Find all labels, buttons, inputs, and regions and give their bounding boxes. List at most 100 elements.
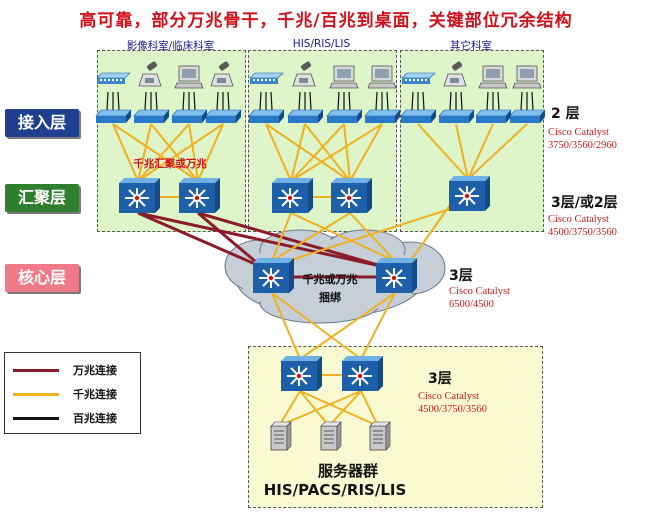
legend-item-10g: 万兆连接 — [13, 361, 138, 379]
link-1g — [287, 208, 451, 262]
server-farm-systems: HIS/PACS/RIS/LIS — [263, 481, 407, 499]
link-100m — [155, 91, 158, 111]
link-100m — [449, 91, 452, 111]
layer3-switch-icon — [272, 178, 313, 213]
page-title: 高可靠，部分万兆骨干，千兆/百兆到桌面，关键部位冗余结构 — [79, 11, 573, 31]
legend: 万兆连接 千兆连接 百兆连接 — [4, 352, 141, 434]
zone-label-imaging: 影像科室/临床科室 — [126, 40, 215, 52]
link-1g — [299, 390, 379, 427]
tier-server-layer: 3层 — [428, 371, 452, 387]
layer3-switch-icon — [342, 356, 383, 391]
workgroup-switch-icon — [248, 109, 285, 123]
workgroup-switch-icon — [400, 109, 437, 123]
link-1g — [304, 123, 351, 182]
workgroup-switch-icon — [133, 109, 170, 123]
link-100m — [259, 91, 262, 111]
workgroup-switch-icon — [364, 109, 401, 123]
workgroup-switch-icon — [509, 109, 546, 123]
ip-phone-icon — [210, 61, 234, 87]
link-1g — [265, 123, 351, 182]
link-10g — [137, 211, 263, 269]
link-1g — [271, 292, 301, 360]
layer3-switch-icon — [179, 178, 220, 213]
link-10g — [197, 211, 263, 269]
ip-phone-icon — [138, 61, 162, 87]
link-1g — [290, 123, 383, 182]
layer3-switch-icon — [331, 178, 372, 213]
link-1g — [467, 123, 494, 180]
ip-phone-icon — [443, 61, 467, 87]
workgroup-switch-icon — [326, 109, 363, 123]
legend-line-100m — [13, 417, 59, 420]
pc-icon — [512, 65, 542, 89]
link-100m — [309, 91, 312, 111]
server-icon — [369, 421, 391, 451]
link-100m — [422, 91, 425, 111]
link-100m — [106, 91, 109, 111]
link-1g — [343, 123, 351, 182]
layer3-switch-icon — [119, 178, 160, 213]
pc-icon — [478, 65, 508, 89]
link-1g — [137, 123, 224, 182]
link-1g — [112, 123, 139, 182]
tier-aggregation-layer: 3层/或2层 — [551, 195, 618, 211]
link-100m — [520, 91, 523, 111]
link-100m — [411, 91, 414, 111]
imaging-uplink-note: 千兆汇聚或万兆 — [133, 158, 207, 170]
tier-access-model: Cisco Catalyst 3750/3560/2960 — [548, 126, 617, 152]
link-1g — [137, 123, 152, 182]
link-1g — [360, 292, 396, 360]
link-100m — [298, 91, 301, 111]
pc-icon — [367, 65, 397, 89]
server-farm-name: 服务器群 — [317, 462, 378, 480]
link-1g — [408, 204, 451, 264]
link-100m — [216, 91, 219, 111]
core-cloud-line2: 捆绑 — [319, 291, 341, 304]
legend-line-1g — [13, 393, 59, 396]
link-1g — [197, 123, 224, 182]
layer-label-access: 接入层 — [5, 109, 79, 137]
tier-server-model: Cisco Catalyst 4500/3750/3560 — [418, 390, 487, 416]
link-1g — [467, 123, 528, 180]
link-1g — [349, 123, 383, 182]
link-100m — [348, 91, 351, 111]
workgroup-switch-icon — [95, 109, 132, 123]
layer3-switch-icon — [253, 258, 294, 293]
link-1g — [455, 123, 469, 180]
link-100m — [337, 91, 340, 111]
link-1g — [417, 123, 469, 180]
tier-core-model: Cisco Catalyst 6500/4500 — [449, 285, 510, 311]
layer3-switch-icon — [376, 258, 417, 293]
server-icon — [270, 421, 292, 451]
legend-item-100m: 百兆连接 — [13, 409, 138, 427]
link-1g — [271, 292, 362, 360]
hub-icon — [249, 72, 284, 84]
link-10g — [197, 211, 386, 269]
pc-icon — [329, 65, 359, 89]
link-100m — [460, 91, 463, 111]
tier-core-model-text: Cisco Catalyst 6500/4500 — [449, 286, 510, 310]
core-cloud-line1: 千兆或万兆 — [302, 273, 358, 286]
tier-access-layer: 2 层 — [551, 106, 580, 122]
workgroup-switch-icon — [205, 109, 242, 123]
tier-core-layer: 3层 — [449, 268, 473, 284]
link-100m — [531, 91, 534, 111]
pc-icon — [174, 65, 204, 89]
link-1g — [299, 390, 330, 427]
hub-icon — [96, 72, 131, 84]
ip-phone-icon — [292, 61, 316, 87]
layer3-switch-icon — [281, 356, 322, 391]
layer-label-core: 核心层 — [5, 264, 79, 292]
link-100m — [117, 91, 120, 111]
link-1g — [188, 123, 199, 182]
link-1g — [265, 123, 292, 182]
link-1g — [137, 123, 190, 182]
tier-aggregation-model: Cisco Catalyst 4500/3750/3560 — [548, 213, 617, 239]
link-100m — [497, 91, 500, 111]
layer-label-aggregation: 汇聚层 — [5, 184, 79, 212]
legend-item-1g: 千兆连接 — [13, 385, 138, 403]
link-100m — [375, 91, 378, 111]
hub-icon — [401, 72, 436, 84]
link-100m — [386, 91, 389, 111]
